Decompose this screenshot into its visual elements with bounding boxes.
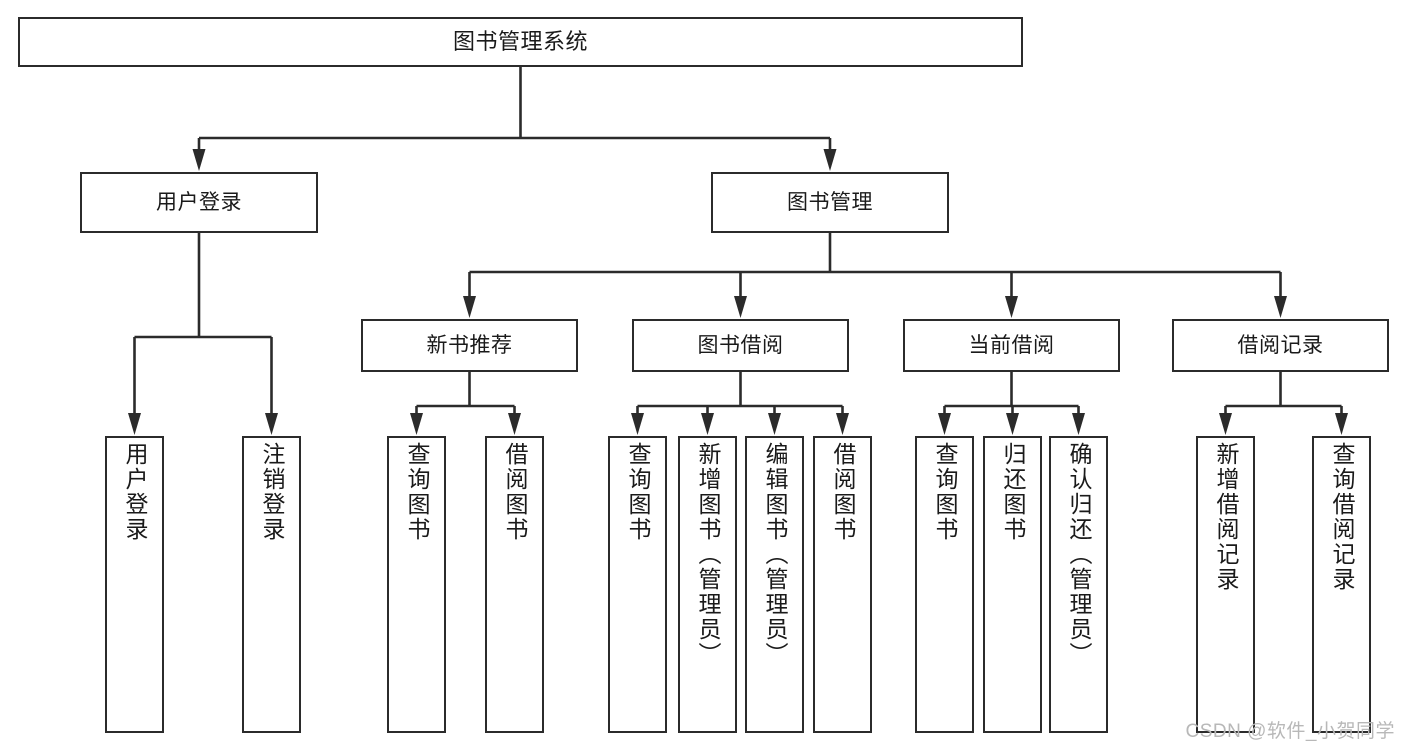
connector-arrowhead bbox=[631, 413, 644, 435]
node-new-book-rec[interactable]: 新书推荐 bbox=[361, 319, 578, 372]
node-label: 用户登录 bbox=[156, 190, 242, 214]
node-label: 新书推荐 bbox=[426, 333, 513, 357]
node-leaf-bb-borrow[interactable]: 借阅图书 bbox=[813, 436, 872, 733]
node-leaf-br-add[interactable]: 新增借阅记录 bbox=[1196, 436, 1255, 733]
node-book-borrow[interactable]: 图书借阅 bbox=[632, 319, 849, 372]
node-label: 查询图书 bbox=[932, 442, 958, 542]
node-leaf-bb-add[interactable]: 新增图书（管理员） bbox=[678, 436, 737, 733]
connector-arrowhead bbox=[823, 149, 837, 171]
node-borrow-record[interactable]: 借阅记录 bbox=[1172, 319, 1389, 372]
node-label: 借阅记录 bbox=[1237, 333, 1324, 357]
connector-arrowhead bbox=[508, 413, 521, 435]
node-leaf-rec-query[interactable]: 查询图书 bbox=[387, 436, 446, 733]
node-label: 借阅图书 bbox=[830, 442, 856, 542]
connector-arrowhead bbox=[701, 413, 714, 435]
connector-arrowhead bbox=[265, 413, 278, 435]
node-label: 注销登录 bbox=[259, 442, 285, 542]
node-leaf-cb-return[interactable]: 归还图书 bbox=[983, 436, 1042, 733]
node-label: 图书借阅 bbox=[697, 333, 784, 357]
connector-arrowhead bbox=[1072, 413, 1085, 435]
connector-arrowhead bbox=[734, 296, 747, 318]
node-label: 新增借阅记录 bbox=[1213, 442, 1239, 592]
connector-arrowhead bbox=[1005, 296, 1018, 318]
node-label: 图书管理系统 bbox=[452, 28, 588, 54]
node-label: 查询图书 bbox=[625, 442, 651, 542]
connector-arrowhead bbox=[836, 413, 849, 435]
node-leaf-user-logout[interactable]: 注销登录 bbox=[242, 436, 301, 733]
node-label: 新增图书（管理员） bbox=[695, 442, 721, 667]
node-leaf-cb-query[interactable]: 查询图书 bbox=[915, 436, 974, 733]
csdn-watermark: CSDN @软件_小贺同学 bbox=[1185, 721, 1395, 742]
node-label: 编辑图书（管理员） bbox=[762, 442, 788, 667]
node-root[interactable]: 图书管理系统 bbox=[18, 17, 1023, 67]
node-leaf-rec-borrow[interactable]: 借阅图书 bbox=[485, 436, 544, 733]
node-leaf-br-query[interactable]: 查询借阅记录 bbox=[1312, 436, 1371, 733]
node-label: 当前借阅 bbox=[968, 333, 1055, 357]
connector-arrowhead bbox=[768, 413, 781, 435]
node-label: 用户登录 bbox=[122, 442, 148, 542]
node-user-login[interactable]: 用户登录 bbox=[80, 172, 318, 233]
node-label: 查询借阅记录 bbox=[1329, 442, 1355, 592]
node-current-borrow[interactable]: 当前借阅 bbox=[903, 319, 1120, 372]
node-label: 图书管理 bbox=[787, 190, 873, 214]
connector-arrowhead bbox=[410, 413, 423, 435]
connector-arrowhead bbox=[1006, 413, 1019, 435]
connector-arrowhead bbox=[1219, 413, 1232, 435]
node-label: 确认归还（管理员） bbox=[1066, 442, 1092, 667]
connector-arrowhead bbox=[128, 413, 141, 435]
connector-arrowhead bbox=[938, 413, 951, 435]
node-label: 归还图书 bbox=[1000, 442, 1026, 542]
node-leaf-user-login[interactable]: 用户登录 bbox=[105, 436, 164, 733]
node-label: 借阅图书 bbox=[502, 442, 528, 542]
node-leaf-bb-edit[interactable]: 编辑图书（管理员） bbox=[745, 436, 804, 733]
node-leaf-bb-query[interactable]: 查询图书 bbox=[608, 436, 667, 733]
node-label: 查询图书 bbox=[404, 442, 430, 542]
connector-arrowhead bbox=[463, 296, 476, 318]
connector-arrowhead bbox=[192, 149, 206, 171]
connector-arrowhead bbox=[1274, 296, 1287, 318]
node-book-manage[interactable]: 图书管理 bbox=[711, 172, 949, 233]
node-leaf-cb-confirm[interactable]: 确认归还（管理员） bbox=[1049, 436, 1108, 733]
connector-arrowhead bbox=[1335, 413, 1348, 435]
